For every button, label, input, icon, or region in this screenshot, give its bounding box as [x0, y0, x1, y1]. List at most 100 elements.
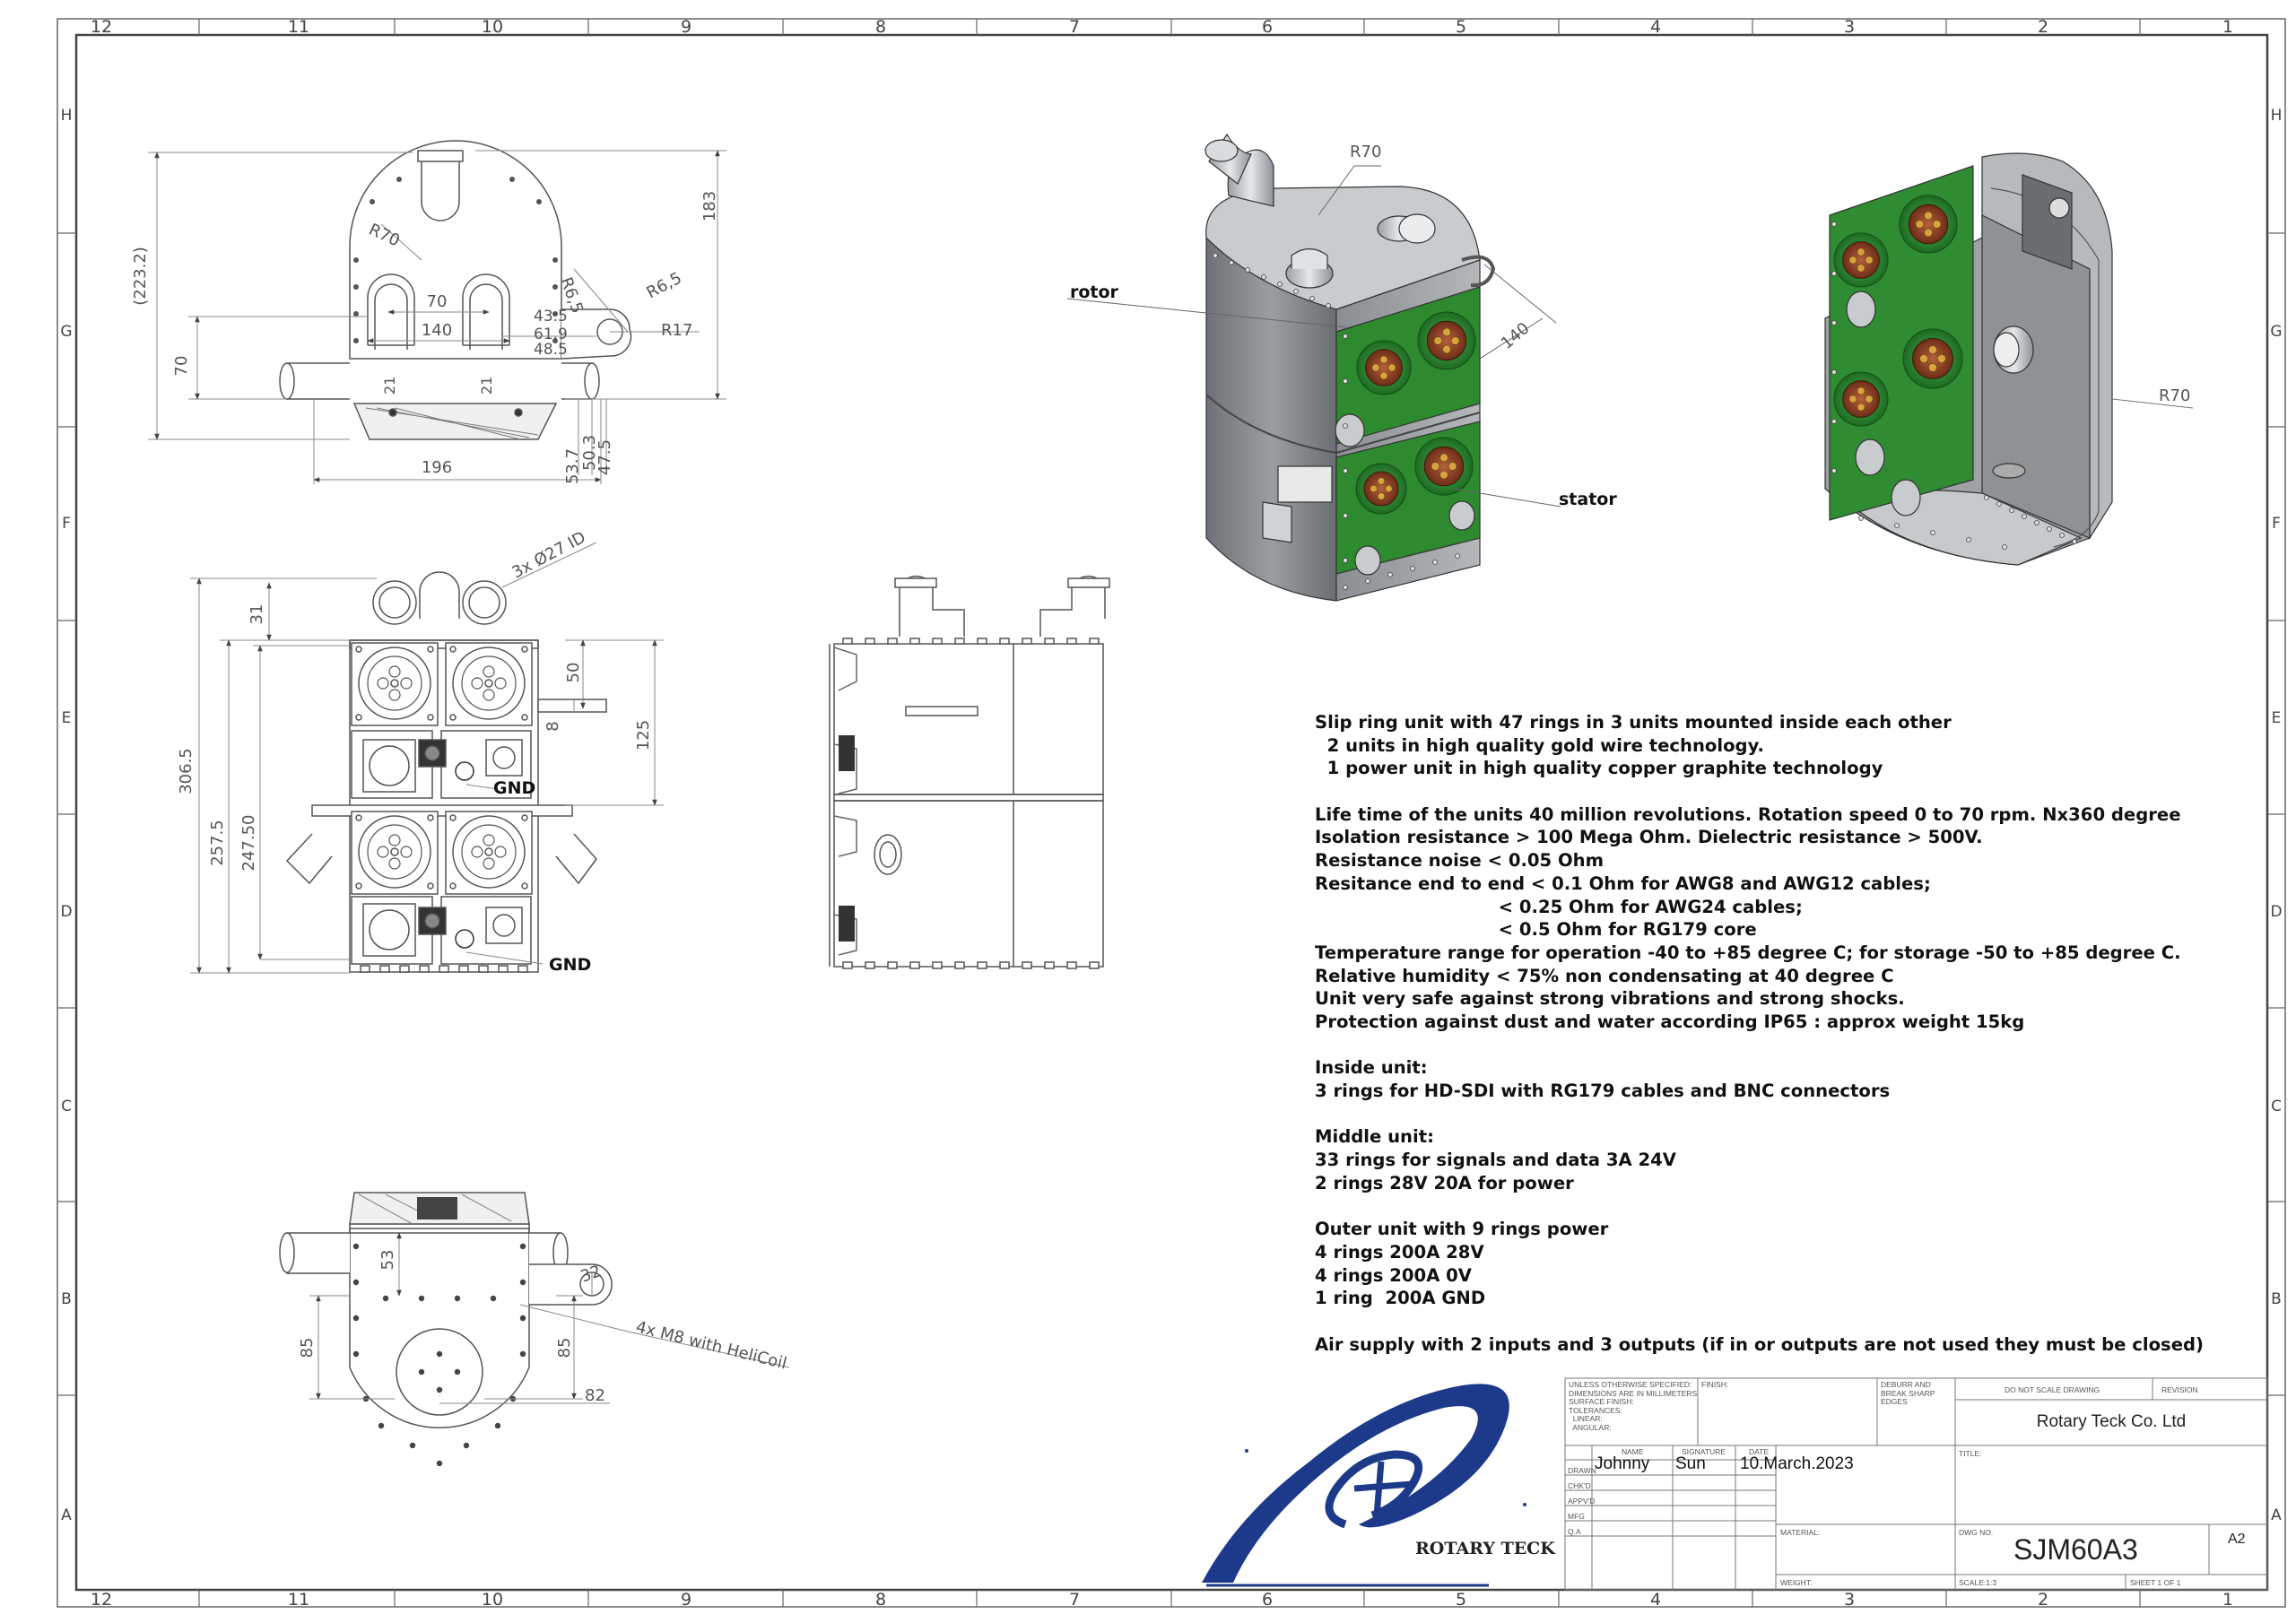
drawn-signature: Sun	[1675, 1454, 1706, 1473]
frame-col-top-12: 12	[91, 17, 112, 37]
row-chkd: CHK'D	[1568, 1481, 1591, 1490]
note-line	[1315, 1194, 2257, 1218]
dim-125: 125	[634, 720, 653, 751]
row-drawn: DRAWN	[1568, 1466, 1596, 1475]
dim-257-5: 257.5	[208, 820, 227, 866]
note-line: < 0.25 Ohm for AWG24 cables;	[1315, 896, 1803, 917]
drawing-number: SJM60A3	[2013, 1533, 2138, 1566]
iso-view-rotor-stator	[1066, 133, 1561, 602]
unless-line: ANGULAR:	[1569, 1422, 1612, 1432]
dim-47-5: 47.5	[596, 439, 614, 475]
frame-row-right-C: C	[2271, 1098, 2282, 1115]
gnd-label-top: GND	[493, 778, 535, 798]
dim-223-2: (223.2)	[131, 247, 150, 306]
stator-label: stator	[1559, 490, 1617, 509]
frame-col-top-10: 10	[482, 17, 503, 37]
dim-306-5: 306.5	[177, 748, 196, 794]
side-view	[829, 575, 1110, 969]
note-line: Protection against dust and water accord…	[1315, 1011, 2025, 1032]
frame-row-right-B: B	[2271, 1290, 2282, 1308]
specification-notes: Slip ring unit with 47 rings in 3 units …	[1315, 711, 2257, 1356]
frame-col-bottom-9: 9	[681, 1590, 691, 1610]
dim-53-bottom: 53	[378, 1250, 397, 1271]
dim-r6-5-b: R6,5	[643, 269, 684, 303]
note-line: Slip ring unit with 47 rings in 3 units …	[1315, 712, 1952, 733]
note-line: 33 rings for signals and data 3A 24V	[1315, 1150, 1676, 1171]
note-line	[1315, 1034, 2257, 1057]
dim-21-b: 21	[478, 377, 495, 395]
dim-85-b: 85	[555, 1338, 574, 1358]
note-line: Relative humidity < 75% non condensating…	[1315, 965, 1894, 986]
note-line: Temperature range for operation -40 to +…	[1315, 942, 2181, 963]
frame-col-bottom-2: 2	[2038, 1590, 2048, 1610]
gnd-label-bottom: GND	[549, 955, 591, 975]
frame-col-top-3: 3	[1844, 17, 1855, 37]
dim-196: 196	[422, 458, 452, 477]
company-name: Rotary Teck Co. Ltd	[2036, 1412, 2187, 1431]
drawing-frame	[57, 18, 2286, 1608]
frame-row-left-A: A	[61, 1506, 72, 1524]
frame-col-top-4: 4	[1650, 17, 1661, 37]
dim-8: 8	[544, 721, 562, 731]
row-appvd: APPV'D	[1568, 1497, 1596, 1506]
dim-247-50: 247.50	[239, 815, 258, 872]
dim-r17: R17	[661, 321, 692, 340]
front-main-view	[190, 542, 664, 974]
frame-col-top-7: 7	[1069, 17, 1080, 37]
scale-label: SCALE:1:3	[1959, 1578, 1997, 1587]
frame-col-top-2: 2	[2038, 17, 2048, 37]
front-top-view	[148, 140, 726, 484]
company-logo	[1202, 1384, 1526, 1587]
deburr-line: DEBURR AND	[1881, 1380, 1931, 1389]
dim-140-width: 140	[422, 321, 452, 340]
frame-row-right-H: H	[2271, 107, 2283, 125]
dim-m8-helicoil: 4x M8 with HeliCoil	[634, 1317, 789, 1373]
frame-col-bottom-10: 10	[482, 1590, 503, 1610]
unless-line: TOLERANCES:	[1569, 1405, 1622, 1415]
frame-col-top-6: 6	[1262, 17, 1273, 37]
note-line: Resitance end to end < 0.1 Ohm for AWG8 …	[1315, 872, 1931, 894]
rotor-label: rotor	[1070, 282, 1119, 302]
frame-row-left-E: E	[62, 709, 72, 727]
sheet-size: A2	[2228, 1532, 2246, 1547]
dim-48-5: 48.5	[534, 341, 568, 359]
frame-col-bottom-4: 4	[1650, 1590, 1661, 1610]
title-block-lines	[1564, 1377, 2268, 1591]
header-name: NAME	[1622, 1447, 1644, 1456]
frame-col-bottom-12: 12	[91, 1590, 112, 1610]
frame-col-bottom-5: 5	[1456, 1590, 1466, 1610]
note-line: Isolation resistance > 100 Mega Ohm. Die…	[1315, 827, 1983, 848]
do-not-scale: DO NOT SCALE DRAWING	[2005, 1385, 2100, 1394]
note-line: 4 rings 200A 28V	[1315, 1241, 1484, 1263]
frame-col-top-1: 1	[2222, 17, 2233, 37]
bottom-view	[279, 1192, 790, 1467]
dwg-no-label: DWG NO.	[1959, 1528, 1994, 1537]
note-line: Middle unit:	[1315, 1126, 1434, 1148]
callout-labels: GND GND rotor stator	[493, 282, 1617, 975]
material-label: MATERIAL:	[1780, 1528, 1821, 1537]
header-signature: SIGNATURE	[1682, 1447, 1726, 1456]
dim-70-width: 70	[427, 292, 448, 311]
dim-r70-iso2: R70	[2159, 386, 2190, 405]
iso-view-back	[1824, 152, 2194, 566]
unless-line: LINEAR:	[1569, 1414, 1603, 1423]
dim-70-height: 70	[172, 356, 191, 377]
row-mfg: MFG	[1568, 1512, 1585, 1521]
dim-21-a: 21	[381, 377, 398, 395]
row-qa: Q.A	[1568, 1527, 1581, 1536]
dim-61-9: 61.9	[534, 325, 568, 343]
note-line: < 0.5 Ohm for RG179 core	[1315, 919, 1757, 941]
logo-text: ROTARY TECK	[1415, 1539, 1556, 1558]
dim-r70-iso: R70	[1350, 143, 1381, 161]
frame-row-left-G: G	[60, 323, 72, 341]
frame-row-right-E: E	[2272, 709, 2282, 727]
frame-row-left-B: B	[61, 1290, 72, 1308]
frame-row-right-F: F	[2272, 515, 2281, 533]
dim-82: 82	[585, 1386, 605, 1405]
finish-label: FINISH:	[1701, 1380, 1729, 1389]
note-line: 3 rings for HD-SDI with RG179 cables and…	[1315, 1081, 1891, 1101]
frame-col-bottom-1: 1	[2222, 1590, 2233, 1610]
